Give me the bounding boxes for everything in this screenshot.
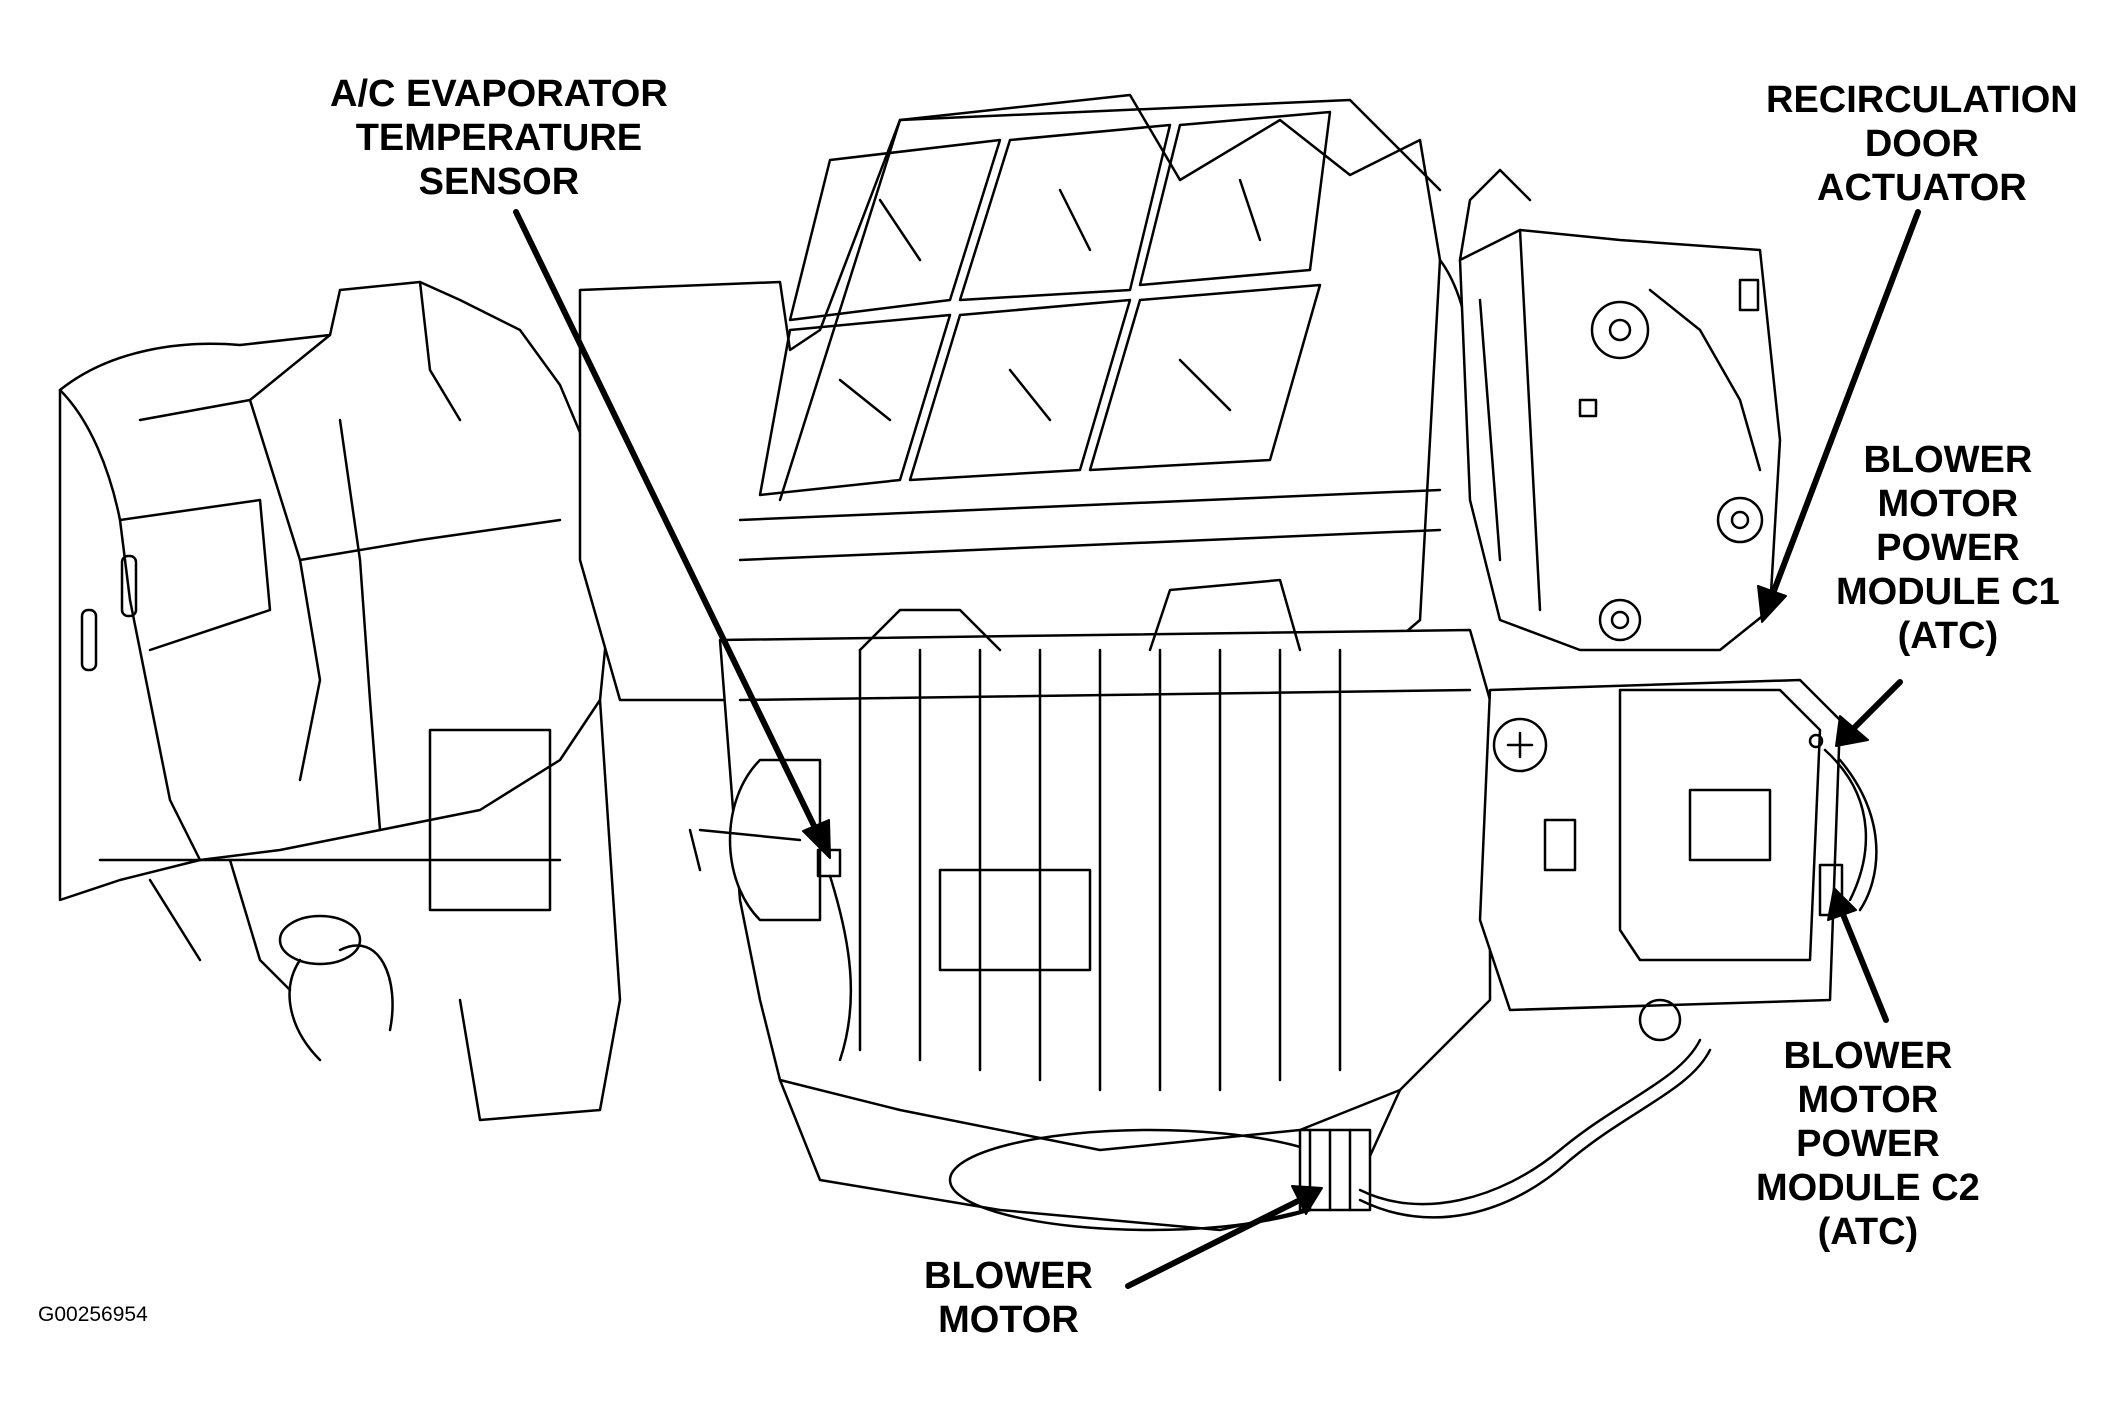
label-evaporator-sensor-line-3: SENSOR: [418, 161, 580, 203]
label-power-module-c2-line-2: MOTOR: [1797, 1079, 1939, 1121]
label-power-module-c2-line-1: BLOWER: [1783, 1035, 1953, 1077]
recirculation-actuator-body: [1458, 168, 1782, 652]
blower-power-module: [1478, 678, 1878, 1042]
arrow-recirc-actuator: [1769, 209, 1921, 599]
label-recirc-actuator-line-3: ACTUATOR: [1817, 167, 2027, 209]
arrow-evaporator-sensor: [513, 209, 821, 837]
label-power-module-c1-line-2: MOTOR: [1877, 483, 2019, 525]
label-evaporator-sensor-line-2: TEMPERATURE: [355, 117, 643, 159]
label-recirc-actuator-line-1: RECIRCULATION: [1766, 79, 2078, 121]
label-power-module-c1-line-3: POWER: [1876, 527, 2020, 569]
label-power-module-c2-line-5: (ATC): [1817, 1211, 1919, 1253]
label-evaporator-sensor: A/C EVAPORATOR TEMPERATURE SENSOR: [330, 72, 668, 204]
label-recirc-actuator-line-2: DOOR: [1864, 123, 1979, 165]
label-recirc-actuator: RECIRCULATION DOOR ACTUATOR: [1766, 78, 2078, 210]
arrowhead-evaporator-sensor: [802, 819, 831, 859]
label-blower-motor: BLOWER MOTOR: [924, 1254, 1093, 1342]
label-power-module-c1-line-5: (ATC): [1897, 615, 1999, 657]
evaporator-sensor-area: [688, 758, 853, 1062]
wiring-harness: [1358, 1038, 1712, 1219]
label-evaporator-sensor-line-1: A/C EVAPORATOR: [330, 73, 668, 115]
label-blower-motor-line-2: MOTOR: [938, 1299, 1079, 1341]
figure-id: G00256954: [38, 1303, 148, 1326]
label-power-module-c2-line-3: POWER: [1796, 1123, 1940, 1165]
arrow-module-c2: [1839, 909, 1889, 1023]
label-power-module-c1: BLOWER MOTOR POWER MODULE C1 (ATC): [1836, 438, 2060, 658]
arrow-blower-motor: [1125, 1197, 1303, 1289]
label-power-module-c2-line-4: MODULE C2: [1756, 1167, 1980, 1209]
left-duct-housing: [58, 280, 622, 1122]
arrowhead-blower-motor: [1291, 1185, 1323, 1215]
label-power-module-c1-line-1: BLOWER: [1863, 439, 2033, 481]
leader-arrows: [513, 209, 1921, 1289]
arrowhead-recirc-actuator: [1757, 585, 1787, 623]
label-power-module-c2: BLOWER MOTOR POWER MODULE C2 (ATC): [1756, 1034, 1980, 1254]
label-blower-motor-line-1: BLOWER: [924, 1255, 1093, 1297]
label-power-module-c1-line-4: MODULE C1: [1836, 571, 2060, 613]
arrowhead-module-c2: [1827, 887, 1857, 921]
arrow-module-c1: [1849, 679, 1903, 733]
blower-housing: [718, 578, 1492, 1232]
upper-filter-housing: [578, 93, 1475, 702]
arrowhead-module-c1: [1835, 715, 1869, 747]
